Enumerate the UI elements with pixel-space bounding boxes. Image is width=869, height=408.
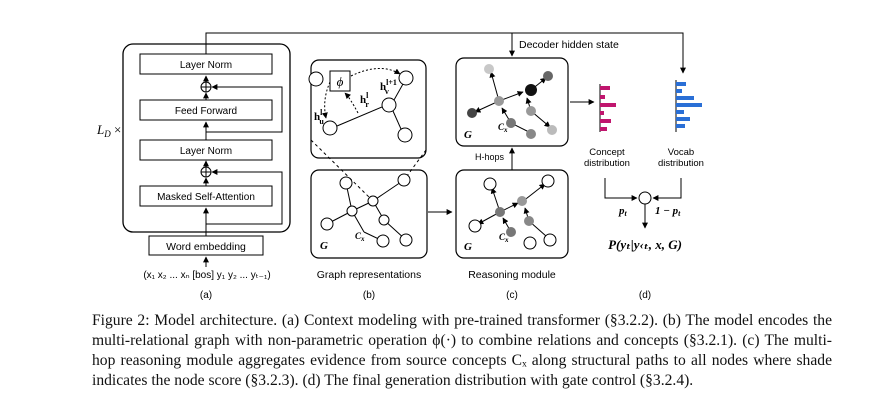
scored-node: [494, 96, 504, 106]
vocab-bar: [676, 110, 684, 114]
graph-node: [381, 97, 397, 113]
panel-a: LD × Layer Norm Feed Forward Layer Norm …: [96, 43, 291, 301]
panel-c-tag: (c): [506, 290, 518, 301]
concept-bar: [600, 127, 607, 131]
scored-node: [524, 216, 534, 226]
concept-distribution-bars: [599, 84, 616, 132]
phi-operator-box: [329, 70, 351, 92]
graph-node: [543, 233, 557, 247]
masked-self-attention-label: Masked Self-Attention: [157, 192, 255, 203]
scored-node: [543, 71, 553, 81]
feed-forward-label: Feed Forward: [175, 106, 237, 117]
gate-one-minus-p-label: 1 − pt: [655, 205, 681, 218]
concept-distribution-label-2: distribution: [584, 158, 630, 169]
graph-node: [397, 173, 411, 187]
graph-g-label: G: [320, 240, 328, 252]
concept-bar: [600, 86, 610, 90]
vocab-distribution-bars: [675, 80, 702, 132]
cx-label: Cx: [498, 122, 508, 134]
graph-node: [339, 176, 353, 190]
panel-c: G Cx H-hops G Cx Reasoning module (c): [455, 57, 569, 301]
graph-node: [541, 174, 555, 188]
reasoning-graph-top: [455, 57, 569, 147]
vocab-bar: [676, 117, 690, 121]
vocab-bar: [676, 96, 694, 100]
scored-node: [526, 129, 536, 139]
reasoning-graph-bottom: [455, 169, 569, 259]
graph-g-label: G: [464, 129, 472, 141]
graph-node: [397, 127, 413, 143]
graph-representations-label: Graph representations: [317, 269, 421, 281]
panel-a-tag: (a): [200, 290, 212, 301]
scored-node: [495, 207, 505, 217]
scored-node: [517, 196, 527, 206]
panel-b-tag: (b): [363, 290, 375, 301]
vocab-bar: [676, 82, 686, 86]
layer-norm-mid-label: Layer Norm: [180, 146, 232, 157]
graph-node: [483, 177, 497, 191]
vocab-bar: [676, 124, 685, 128]
graph-node: [320, 217, 334, 231]
concept-bar: [600, 103, 616, 107]
graph-node: [322, 120, 338, 136]
vocab-distribution-label-1: Vocab: [668, 147, 694, 158]
output-distribution-formula: P(yₜ|y‹ₜ, x, G): [608, 237, 682, 252]
graph-node: [308, 71, 324, 87]
graph-node: [468, 219, 482, 233]
concept-bar: [600, 119, 611, 123]
h-hops-label: H-hops: [475, 152, 505, 162]
vocab-bar: [676, 103, 702, 107]
input-sequence: (x₁ x₂ ... xₙ [bos] y₁ y₂ ... yₜ₋₁): [143, 270, 270, 281]
reasoning-module-label: Reasoning module: [468, 269, 556, 281]
cx-label: Cx: [499, 232, 509, 244]
graph-g-label: G: [464, 241, 472, 253]
concept-bar: [600, 111, 604, 115]
graph-node: [399, 233, 413, 247]
concept-distribution-label-1: Concept: [589, 147, 625, 158]
cx-label: Cx: [355, 231, 365, 243]
vocab-bar: [676, 89, 682, 93]
graph-box: [310, 169, 428, 259]
scored-node: [484, 64, 494, 74]
layer-norm-top-label: Layer Norm: [180, 60, 232, 71]
graph-node: [378, 214, 390, 226]
panel-d: Concept distribution Vocab distribution …: [584, 80, 704, 301]
graph-node: [376, 234, 390, 248]
gate-node: [638, 191, 652, 205]
scored-node: [547, 125, 557, 135]
graph-node: [398, 70, 414, 86]
scored-node: [506, 227, 516, 237]
scored-node: [525, 84, 537, 96]
panel-d-tag: (d): [639, 290, 651, 301]
scored-node: [506, 118, 516, 128]
graph-node: [346, 205, 358, 217]
word-embedding-label: Word embedding: [166, 241, 246, 253]
operation-zoom-box: [310, 59, 427, 159]
vocab-distribution-label-2: distribution: [658, 158, 704, 169]
scored-node: [526, 106, 536, 116]
figure-caption: Figure 2: Model architecture. (a) Contex…: [92, 312, 832, 389]
scored-node: [467, 108, 477, 118]
decoder-hidden-state-label: Decoder hidden state: [519, 39, 619, 51]
decoder-hidden-state-path: Decoder hidden state: [205, 32, 686, 74]
graph-node: [367, 195, 379, 207]
graph-node: [523, 236, 537, 250]
concept-bar: [600, 95, 605, 99]
gate-p-label: pt: [618, 205, 628, 218]
phi-operator-label: ϕ: [337, 74, 344, 89]
repeat-label: LD ×: [96, 122, 121, 139]
